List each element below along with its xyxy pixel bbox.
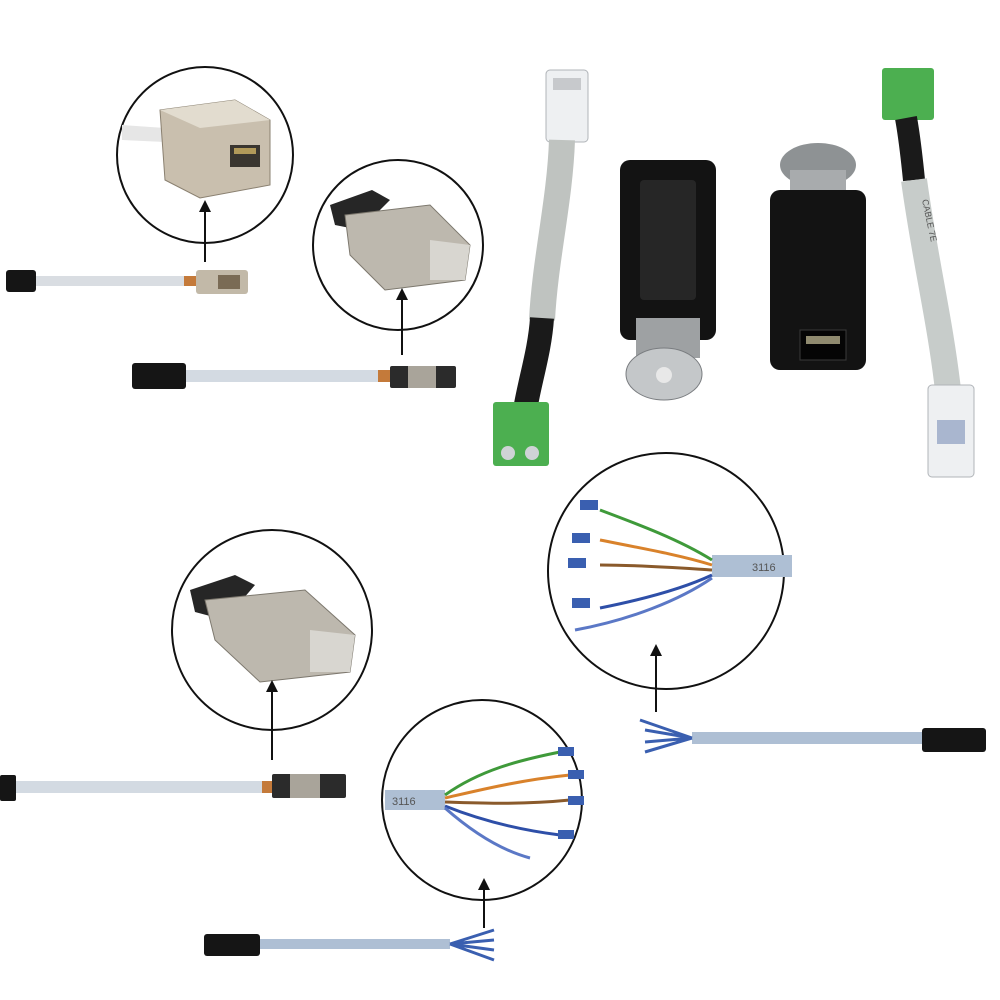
rj45-jack [799, 329, 847, 361]
coupler-zoom-callout [116, 66, 294, 262]
grey-cable [901, 178, 961, 392]
plug-metal [408, 366, 436, 388]
wires-zoom-callout-bottom: 3116 [381, 699, 584, 928]
brown-pair [444, 798, 571, 805]
idc-connector-left [132, 363, 186, 389]
green-terminal-block [882, 68, 934, 120]
brown-pair [599, 563, 713, 572]
bnc-balun [620, 160, 716, 401]
plug-zoom-callout-2 [171, 529, 373, 760]
bnc-pin [656, 367, 672, 383]
plug-contacts [553, 78, 581, 90]
copper-braid [262, 781, 274, 793]
cable-jacket [36, 276, 186, 286]
coupler-jack [218, 275, 240, 289]
plug-latch [330, 190, 390, 230]
arrow-head [650, 644, 662, 656]
copper-braid [184, 276, 198, 286]
orange-pair [444, 773, 571, 800]
idc-connector-right [922, 728, 986, 752]
plug-metal [290, 774, 320, 798]
green-pair [444, 750, 561, 797]
plug-tip [310, 630, 355, 672]
balun-body [770, 190, 866, 370]
jacket-print: 3116 [752, 562, 776, 574]
jack-contacts [234, 148, 256, 154]
ferrule [568, 770, 584, 779]
idc-connector-left [204, 934, 260, 956]
wires-zoom-callout-top: 3116 [547, 452, 792, 712]
cable-jacket [260, 939, 450, 949]
plug-zoom-callout [312, 159, 484, 355]
rj45-balun [770, 143, 866, 370]
stripped-pair-cable [639, 718, 986, 754]
arrow-head [199, 200, 211, 212]
plug-tip [430, 240, 470, 280]
cable-jacket [712, 555, 792, 577]
fanned-wires [449, 928, 495, 962]
balun-groove [640, 180, 696, 300]
coupler-cable-assembly [6, 270, 248, 294]
jacket-print: 3116 [392, 796, 416, 808]
jack-contacts [806, 336, 840, 344]
blue-white-pair [574, 576, 713, 632]
cable-jacket [692, 732, 924, 744]
arrow-head [266, 680, 278, 692]
ferrule [572, 598, 590, 608]
terminal-screw-1 [501, 446, 515, 460]
stripped-pair-cable-2 [204, 928, 495, 962]
ferrule [558, 830, 574, 839]
blue-pair [599, 573, 713, 610]
copper-braid [378, 370, 392, 382]
terminal-screw-2 [525, 446, 539, 460]
cable-jacket [385, 790, 445, 810]
green-terminal-block [493, 402, 549, 466]
coupler-top [160, 100, 270, 128]
ferrule [580, 500, 598, 510]
ferrule [558, 747, 574, 756]
black-cable [513, 317, 554, 413]
green-pair [599, 508, 713, 562]
grey-cable [529, 139, 575, 321]
idc-connector-left [0, 775, 16, 801]
arrow-head [396, 288, 408, 300]
cable-jacket [16, 781, 264, 793]
rj45-terminal-pigtail [493, 69, 589, 466]
arrow-head [478, 878, 490, 890]
plug-cable-assembly [132, 363, 456, 389]
idc-connector-left [6, 270, 36, 292]
blue-white-pair [444, 806, 531, 860]
plug-cable-assembly-2 [0, 774, 346, 801]
blue-pair [444, 804, 561, 837]
orange-pair [599, 538, 713, 567]
ferrule [568, 558, 586, 568]
wire-colors [937, 420, 965, 444]
black-cable [895, 116, 925, 182]
ferrule [572, 533, 590, 543]
terminal-rj45-pigtail: CABLE 7E [882, 68, 975, 478]
cable-jacket [186, 370, 382, 382]
ferrule [568, 796, 584, 805]
cable-end [122, 125, 165, 142]
fanned-wires [639, 718, 693, 754]
plug-latch [190, 575, 255, 620]
